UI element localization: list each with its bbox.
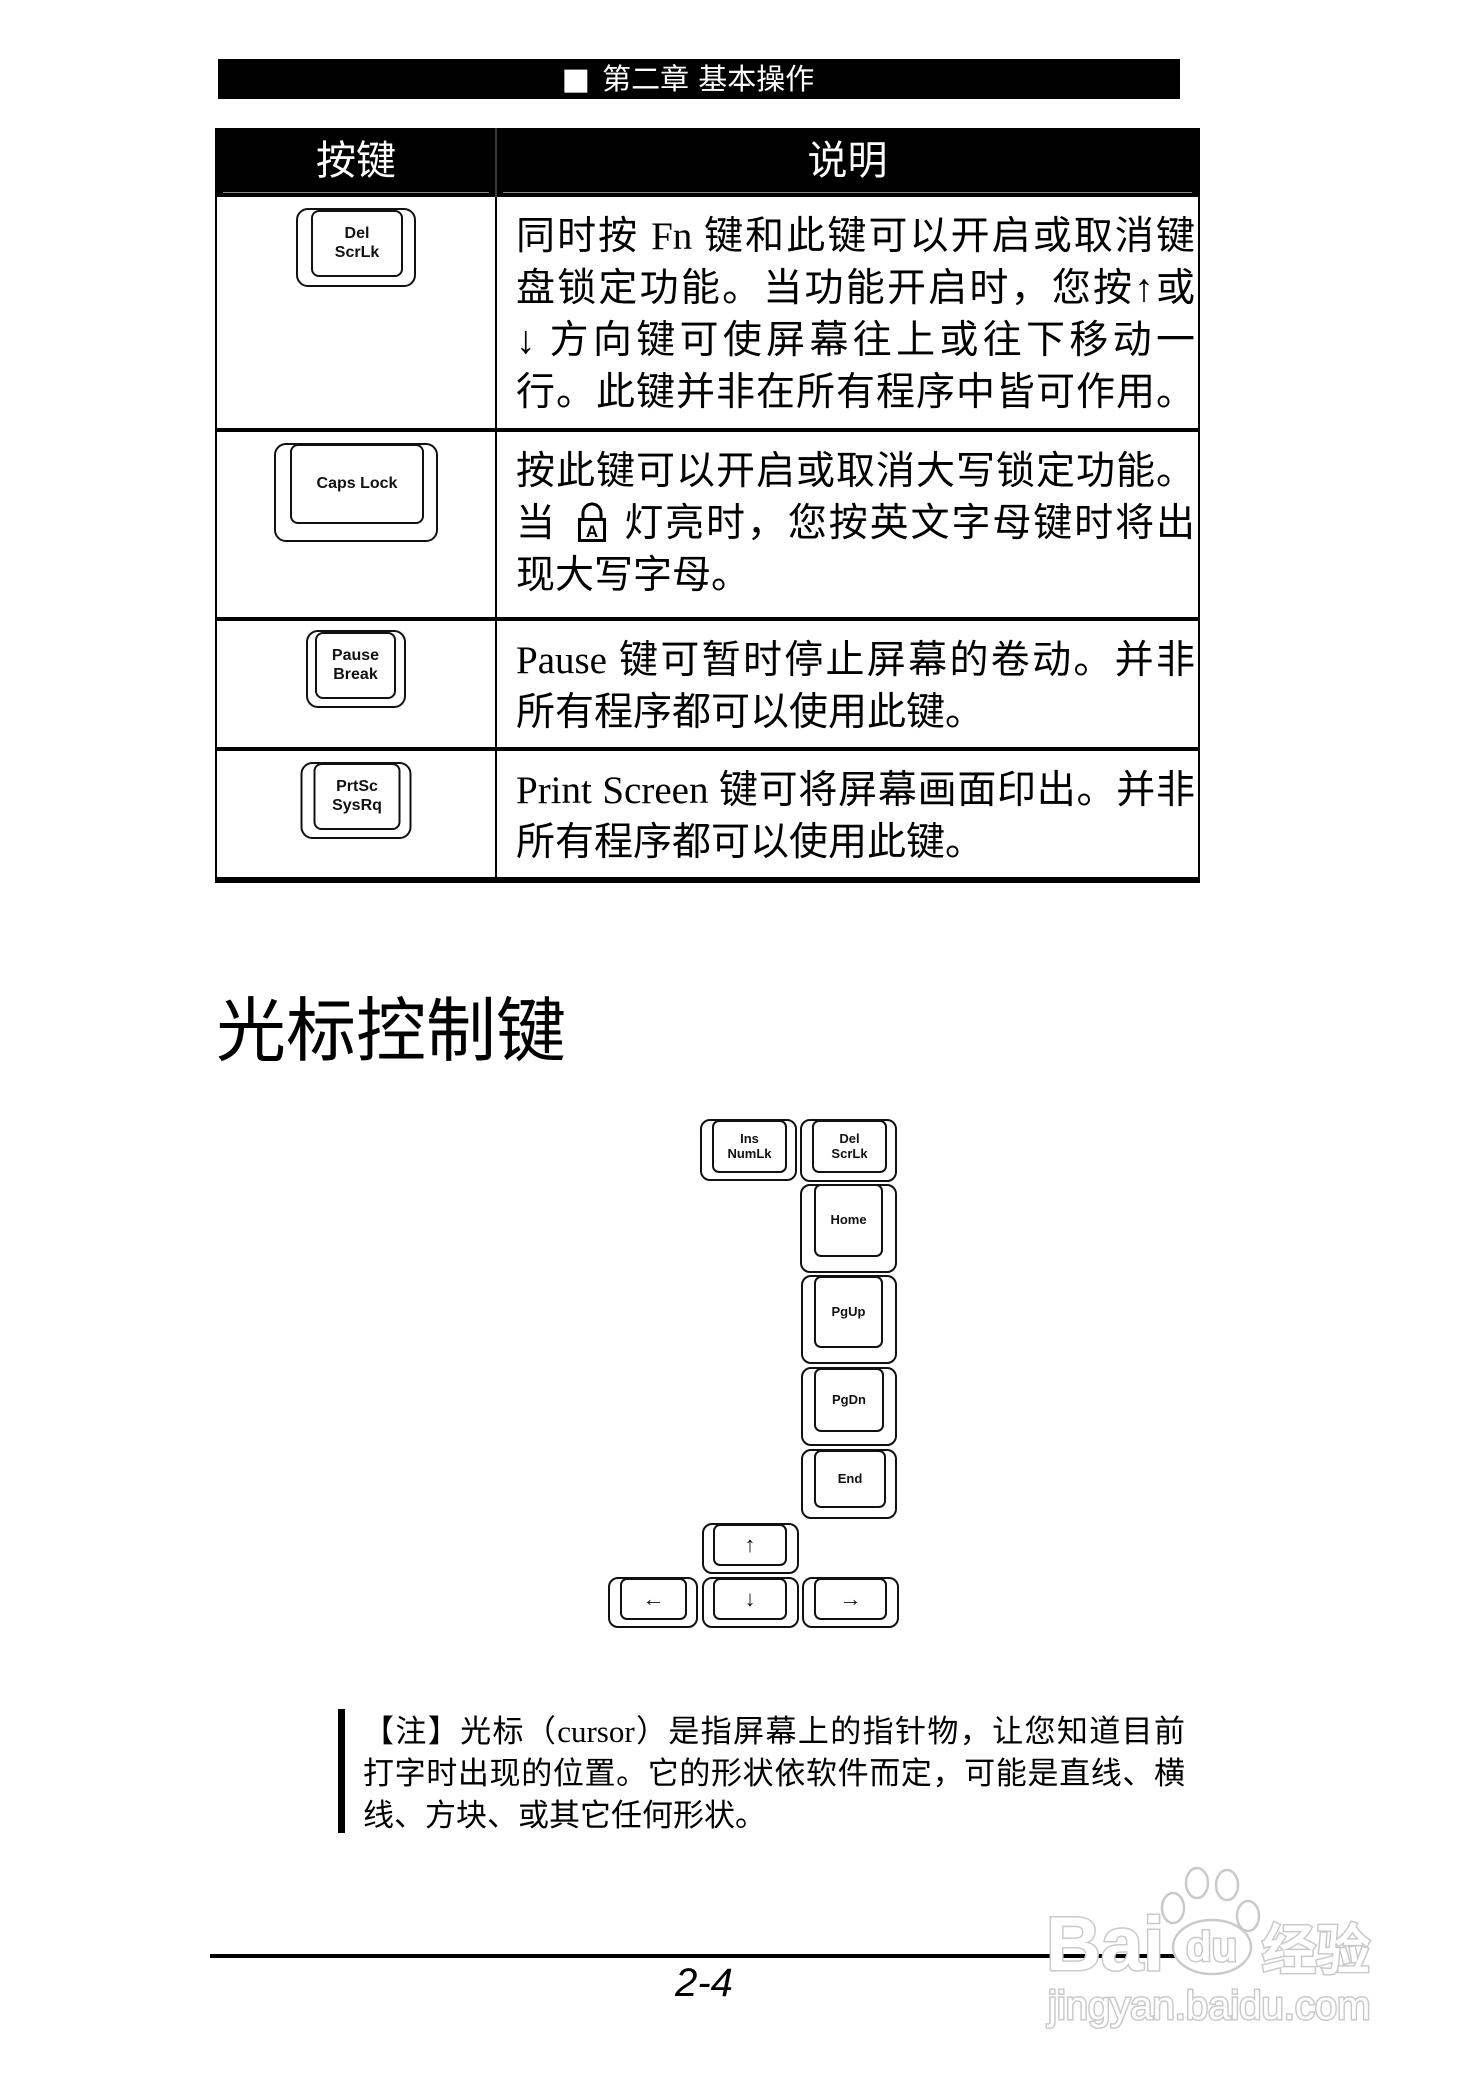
arrow-right-key-icon: → xyxy=(802,1577,899,1628)
pause-break-key-icon: Pause Break xyxy=(306,630,406,708)
key-label: ↑ xyxy=(744,1532,756,1558)
key-label: End xyxy=(837,1470,863,1486)
description-line: 盘锁定功能。当功能开启时，您按↑或 xyxy=(516,267,1195,310)
description-line: ↓ 方向键可使屏幕往上或往下移动一 xyxy=(516,319,1195,362)
note-block: 【注】光标（cursor）是指屏幕上的指针物，让您知道目前 打字时出现的位置。它… xyxy=(363,1711,1185,1837)
key-label: Break xyxy=(333,665,378,683)
note-side-bar xyxy=(338,1709,345,1833)
note-line: 【注】光标（cursor）是指屏幕上的指针物，让您知道目前 xyxy=(363,1714,1185,1749)
key-description-table: 按键 说明 Del ScrLk 同时按 Fn 键和此键可以开启或取消键 盘锁定功… xyxy=(215,128,1200,883)
footer-rule xyxy=(210,1954,1190,1958)
description-line: Print Screen 键可将屏幕画面印出。并非 xyxy=(516,769,1195,812)
key-cell: Pause Break xyxy=(217,621,497,747)
arrow-left-key-icon: ← xyxy=(608,1577,698,1628)
arrow-down-icon: ↓ xyxy=(713,1578,787,1620)
key-label: Caps Lock xyxy=(316,474,398,492)
description-line: 按此键可以开启或取消大写锁定功能。 xyxy=(516,450,1195,493)
caps-lock-indicator-icon: A xyxy=(577,502,606,542)
table-row: Pause Break Pause 键可暂时停止屏幕的卷动。并非 所有程序都可以… xyxy=(217,617,1198,747)
watermark-url: jingyan.baidu.com xyxy=(1047,1984,1370,2028)
description-cell: Pause 键可暂时停止屏幕的卷动。并非 所有程序都可以使用此键。 xyxy=(497,621,1198,747)
key-label: Ins xyxy=(740,1130,759,1146)
key-cap: PrtSc SysRq xyxy=(313,763,401,830)
key-label: PgUp xyxy=(831,1303,866,1319)
prtsc-sysrq-key-icon: PrtSc SysRq xyxy=(300,762,412,839)
key-cell: Del ScrLk xyxy=(217,197,497,428)
key-cap: End xyxy=(814,1450,886,1508)
column-header-description: 说明 xyxy=(497,128,1198,197)
watermark-brand-prefix: Bai xyxy=(1046,1902,1164,1987)
key-cap: Del ScrLk xyxy=(311,210,403,277)
description-line: 当 A 灯亮时，您按英文字母键时将出 xyxy=(516,498,1195,550)
key-label: Del xyxy=(344,225,370,243)
table-row: Caps Lock 按此键可以开启或取消大写锁定功能。 当 A 灯亮时，您按英文… xyxy=(217,428,1198,617)
key-label: ScrLk xyxy=(334,243,380,261)
key-cell: PrtSc SysRq xyxy=(217,751,497,877)
key-cap: Del ScrLk xyxy=(812,1120,887,1173)
description-line: 现大写字母。 xyxy=(516,554,751,597)
chapter-header-bar: ■ 第二章 基本操作 xyxy=(218,59,1180,99)
baidu-jingyan-watermark: Bai du 经验 jingyan.baidu.com xyxy=(1045,1866,1372,2030)
caps-lock-key-icon: Caps Lock xyxy=(274,443,438,542)
watermark-product: 经验 xyxy=(1262,1919,1370,1982)
chapter-title: 第二章 基本操作 xyxy=(602,62,815,96)
page-number: 2-4 xyxy=(675,1961,733,2005)
watermark-brand-suffix: du xyxy=(1186,1923,1237,1970)
description-line: 同时按 Fn 键和此键可以开启或取消键 xyxy=(516,215,1195,258)
end-key-icon: End xyxy=(801,1449,897,1519)
description-line: 所有程序都可以使用此键。 xyxy=(516,691,985,734)
note-line: 打字时出现的位置。它的形状依软件而定，可能是直线、横 xyxy=(363,1756,1185,1791)
description-text: 灯亮时，您按英文字母键时将出 xyxy=(624,502,1195,545)
key-cap: Ins NumLk xyxy=(712,1120,787,1173)
key-label: ← xyxy=(642,1586,665,1612)
key-label: ScrLk xyxy=(831,1145,868,1161)
page-up-key-icon: PgUp xyxy=(801,1275,897,1364)
description-line: Pause 键可暂时停止屏幕的卷动。并非 xyxy=(516,639,1195,682)
note-line: 线、方块、或其它任何形状。 xyxy=(363,1798,766,1833)
arrow-down-key-icon: ↓ xyxy=(702,1577,799,1628)
home-key-icon: Home xyxy=(800,1184,897,1273)
key-label: PgDn xyxy=(832,1391,866,1407)
key-label: NumLk xyxy=(727,1145,772,1161)
key-label: Home xyxy=(830,1212,867,1228)
table-row: PrtSc SysRq Print Screen 键可将屏幕画面印出。并非 所有… xyxy=(217,747,1198,877)
key-label: Del xyxy=(839,1130,860,1146)
del-scrlk-key-icon: Del ScrLk xyxy=(800,1119,897,1182)
column-header-key: 按键 xyxy=(217,128,497,197)
key-cap: Pause Break xyxy=(315,632,396,699)
section-title: 光标控制键 xyxy=(216,994,566,1071)
key-label: PrtSc xyxy=(336,778,378,796)
key-cap: PgDn xyxy=(814,1368,884,1432)
key-cap: Home xyxy=(814,1184,883,1257)
arrow-right-icon: → xyxy=(814,1578,887,1620)
key-label: ↓ xyxy=(744,1586,756,1612)
description-line: 所有程序都可以使用此键。 xyxy=(516,821,985,864)
indicator-letter: A xyxy=(585,522,597,541)
description-cell: 按此键可以开启或取消大写锁定功能。 当 A 灯亮时，您按英文字母键时将出 现大写… xyxy=(497,432,1198,617)
description-cell: Print Screen 键可将屏幕画面印出。并非 所有程序都可以使用此键。 xyxy=(497,751,1198,877)
del-scrlk-key-icon: Del ScrLk xyxy=(296,208,416,287)
description-cell: 同时按 Fn 键和此键可以开启或取消键 盘锁定功能。当功能开启时，您按↑或 ↓ … xyxy=(497,197,1198,428)
table-row: Del ScrLk 同时按 Fn 键和此键可以开启或取消键 盘锁定功能。当功能开… xyxy=(217,197,1198,428)
arrow-left-icon: ← xyxy=(620,1578,687,1620)
key-cell: Caps Lock xyxy=(217,432,497,617)
key-label: → xyxy=(839,1586,862,1612)
table-header-row: 按键 说明 xyxy=(217,128,1198,197)
description-text: 当 xyxy=(516,502,557,545)
key-cap: PgUp xyxy=(814,1276,883,1348)
key-cap: Caps Lock xyxy=(290,444,424,524)
key-label: SysRq xyxy=(332,796,382,814)
ins-numlk-key-icon: Ins NumLk xyxy=(700,1119,797,1181)
arrow-up-key-icon: ↑ xyxy=(702,1523,799,1574)
paw-logo-icon xyxy=(1160,1866,1261,1976)
key-label: Pause xyxy=(331,647,380,665)
page-down-key-icon: PgDn xyxy=(801,1367,897,1446)
arrow-up-icon: ↑ xyxy=(713,1524,787,1566)
square-marker-icon: ■ xyxy=(561,62,591,97)
description-line: 行。此键并非在所有程序中皆可作用。 xyxy=(516,371,1195,414)
